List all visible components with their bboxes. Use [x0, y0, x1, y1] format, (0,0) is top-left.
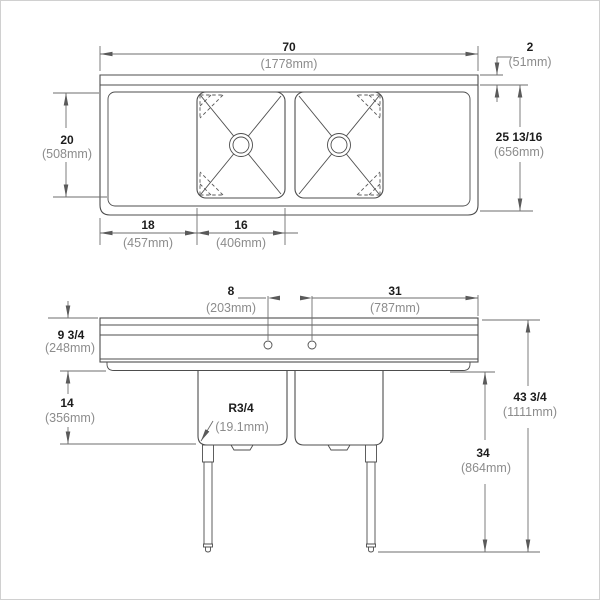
dim-overall-fb-mm: (656mm) — [494, 145, 544, 159]
adjustable-foot — [368, 546, 374, 553]
dim-splash-apron-height: 9 3/4 (248mm) — [45, 301, 106, 372]
front-left-leg — [202, 444, 214, 553]
front-deck-band — [99, 317, 479, 363]
faucet-hole-right — [307, 340, 317, 350]
dim-bowl-depth-inches: 14 — [60, 396, 74, 410]
dim-corner-radius-mm: (19.1mm) — [215, 420, 268, 434]
dim-splash-height-inches: 9 3/4 — [58, 328, 85, 342]
dim-overall-width-mm: (1778mm) — [261, 57, 318, 71]
plan-view — [99, 74, 479, 216]
dim-faucet-spacing: 8 (203mm) — [206, 284, 313, 340]
dim-overall-height-inches: 43 3/4 — [513, 390, 547, 404]
corner-marks-right-bowl — [356, 94, 381, 196]
dim-bowl-depth-fb-mm: (508mm) — [42, 147, 92, 161]
drain-stub-left — [230, 444, 254, 451]
plan-right-bowl — [294, 91, 384, 199]
dim-splash-height-mm: (248mm) — [45, 341, 95, 355]
drain-inner-ring — [330, 136, 348, 154]
dim-faucet-spacing-mm: (203mm) — [206, 301, 256, 315]
dim-floor-to-rim-inches: 34 — [476, 446, 490, 460]
dim-overall-front-to-back: 25 13/16 (656mm) — [480, 85, 544, 212]
dim-faucet-to-right-edge: 31 (787mm) — [312, 284, 479, 316]
plan-left-bowl — [196, 91, 286, 199]
dim-faucet-right-mm: (787mm) — [370, 301, 420, 315]
dim-corner-radius: R3/4 (19.1mm) — [200, 401, 269, 442]
dim-faucet-right-inches: 31 — [388, 284, 402, 298]
faucet-hole-left — [263, 340, 273, 350]
dim-back-ledge-inches: 2 — [527, 40, 534, 54]
plan-inner-rim — [107, 91, 471, 207]
dim-back-ledge: 2 (51mm) — [480, 40, 552, 102]
dim-drainboard-and-bowl-width: 18 (457mm) 16 (406mm) — [99, 208, 298, 250]
front-rim — [106, 362, 471, 371]
dim-floor-to-rim-mm: (864mm) — [461, 461, 511, 475]
front-left-bowl — [197, 371, 288, 446]
dim-bowl-depth-fb-inches: 20 — [60, 133, 74, 147]
front-right-leg — [365, 444, 377, 553]
dim-floor-to-rim: 34 (864mm) — [450, 371, 511, 552]
dim-overall-width: 70 (1778mm) — [99, 40, 479, 71]
dim-faucet-spacing-inches: 8 — [228, 284, 235, 298]
dim-left-drainboard-inches: 18 — [141, 218, 155, 232]
dim-bowl-width-mm: (406mm) — [216, 236, 266, 250]
adjustable-foot — [205, 546, 211, 553]
dim-bowl-depth-mm: (356mm) — [45, 411, 95, 425]
dim-overall-height-mm: (1111mm) — [503, 405, 557, 419]
corner-marks-left-bowl — [199, 94, 224, 196]
front-view — [99, 317, 479, 553]
dim-bowl-front-to-back: 20 (508mm) — [42, 92, 107, 198]
plan-outer-body — [99, 74, 479, 216]
dim-bowl-width-inches: 16 — [234, 218, 248, 232]
front-right-bowl — [294, 371, 384, 446]
drain-stub-right — [327, 444, 351, 451]
dim-bowl-depth: 14 (356mm) — [45, 371, 196, 445]
dim-back-ledge-mm: (51mm) — [508, 55, 551, 69]
drain-inner-ring — [232, 136, 250, 154]
dim-overall-height: 43 3/4 (1111mm) — [378, 319, 557, 553]
dim-corner-radius-inches: R3/4 — [228, 401, 254, 415]
dim-overall-width-inches: 70 — [282, 40, 296, 54]
dim-overall-fb-inches: 25 13/16 — [496, 130, 543, 144]
dim-left-drainboard-mm: (457mm) — [123, 236, 173, 250]
